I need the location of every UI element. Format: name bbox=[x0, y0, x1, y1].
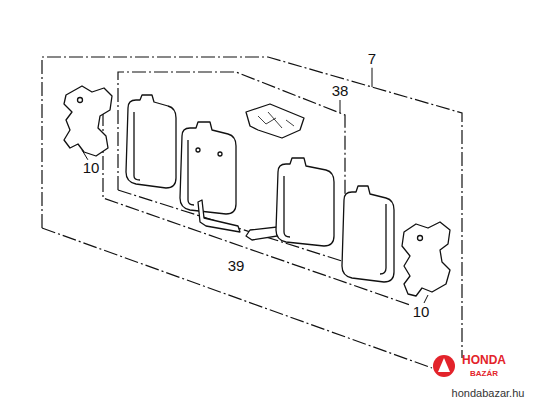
grease-packet bbox=[246, 104, 304, 138]
brake-pad bbox=[126, 95, 176, 188]
pad-shim bbox=[402, 222, 450, 296]
brake-pad bbox=[276, 158, 334, 246]
callout-number: 7 bbox=[366, 51, 378, 68]
callout-number: 38 bbox=[330, 83, 351, 100]
shim-hole bbox=[418, 236, 423, 241]
group-bracket bbox=[42, 57, 462, 358]
callout-number: 10 bbox=[411, 304, 432, 321]
pad-shim bbox=[64, 86, 112, 156]
watermark-logo-text: HONDA bbox=[460, 354, 508, 367]
callout-number: 10 bbox=[81, 160, 102, 177]
pad-hole bbox=[218, 152, 222, 156]
watermark-logo-text: BAZÁR bbox=[468, 370, 500, 379]
leader-line bbox=[340, 100, 341, 113]
group-bracket bbox=[118, 72, 345, 262]
wear-indicator bbox=[198, 200, 240, 232]
brake-pad bbox=[342, 186, 394, 282]
shim-hole bbox=[78, 98, 83, 103]
brake-pad bbox=[180, 122, 236, 214]
leader-line bbox=[372, 66, 373, 87]
pad-hole bbox=[196, 148, 200, 152]
group-bracket bbox=[103, 90, 410, 305]
logo-mark bbox=[433, 355, 455, 377]
callout-number: 39 bbox=[226, 258, 247, 275]
watermark-url: hondabazar.hu bbox=[450, 387, 527, 399]
leader-line bbox=[424, 295, 428, 303]
